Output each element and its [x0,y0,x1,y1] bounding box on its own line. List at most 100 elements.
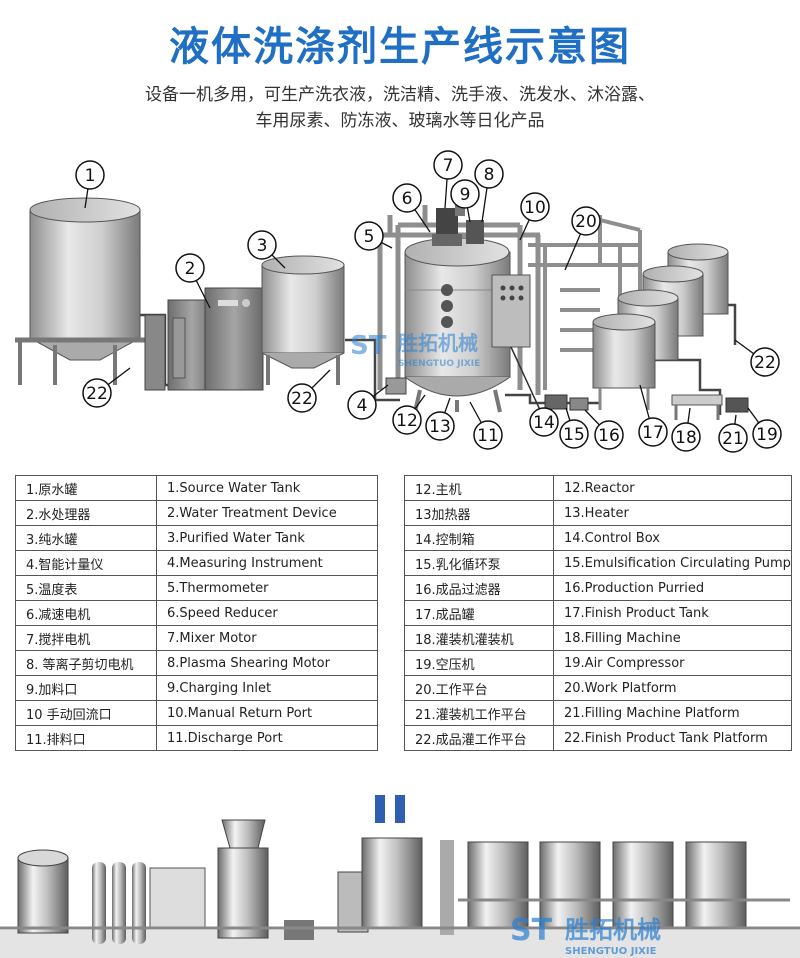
legend-en-label: 17.Finish Product Tank [553,600,792,626]
callout-22: 22 [287,369,331,413]
callout-22: 22 [82,367,131,408]
legend-cn-label: 12.主机 [404,475,554,501]
reactor-frame [377,205,541,395]
legend-cn-label: 8. 等离子剪切电机 [15,650,157,676]
filling-machine [671,394,723,420]
callout-12: 12 [392,394,426,435]
watermark: ST 胜拓机械 SHENGTUO JIXIE [350,331,480,369]
legend-cn-label: 22.成品灌工作平台 [404,725,554,751]
callout-11: 11 [469,401,503,450]
callout-circle [347,390,377,420]
callout-circle [82,378,112,408]
legend-en-label: 16.Production Purried [553,575,792,601]
legend-en-label: 7.Mixer Motor [156,625,378,651]
legend-cn-label: 18.灌装机灌装机 [404,625,554,651]
callout-number: 22 [86,384,108,404]
legend-cn-label: 9.加料口 [15,675,157,701]
callout-20: 20 [564,206,601,271]
callout-13: 13 [425,397,455,441]
callout-circle [474,159,504,189]
callout-circle [520,192,550,222]
callout-number: 22 [291,389,313,409]
watermark-logo: ST [350,331,387,361]
pumps [385,377,749,413]
callout-circle [354,221,384,251]
legend-en-label: 20.Work Platform [553,675,792,701]
callout-circle [559,419,589,449]
callout-10: 10 [519,192,550,241]
legend-en-label: 5.Thermometer [156,575,378,601]
callout-21: 21 [718,414,748,453]
callout-circle [594,420,624,450]
legend-cn-label: 14.控制箱 [404,525,554,551]
callout-number: 20 [575,212,597,232]
legend-cn-label: 6.减速电机 [15,600,157,626]
legend-cn-label: 13加热器 [404,500,554,526]
photo-watermark: ST 胜拓机械 SHENGTUO JIXIE [510,913,661,957]
legend-cn-label: 10 手动回流口 [15,700,157,726]
water-treatment-device [144,287,264,391]
callout-number: 5 [364,227,375,247]
legend-cn-label: 21.灌装机工作平台 [404,700,554,726]
legend-cn-label: 20.工作平台 [404,675,554,701]
legend-en-label: 9.Charging Inlet [156,675,378,701]
legend-en-label: 1.Source Water Tank [156,475,378,501]
legend-en-label: 4.Measuring Instrument [156,550,378,576]
callout-number: 4 [357,396,368,416]
callout-17: 17 [638,384,668,447]
legend-cn-label: 5.温度表 [15,575,157,601]
callout-14: 14 [529,407,559,437]
production-line-schematic: ST 胜拓机械 SHENGTUO JIXIE 12345678910111213… [15,150,782,453]
callout-number: 6 [402,189,413,209]
photo-watermark-brand: 胜拓机械 [565,916,661,944]
callout-22: 22 [734,339,780,377]
legend-en-label: 6.Speed Reducer [156,600,378,626]
callout-number: 16 [598,426,620,446]
callout-number: 14 [533,413,555,433]
legend-en-label: 2.Water Treatment Device [156,500,378,526]
callout-circle [529,407,559,437]
legend-en-label: 22.Finish Product Tank Platform [553,725,792,751]
callout-circle [75,160,105,190]
callout-circle [752,419,782,449]
callout-circle [247,230,277,260]
callout-circle [671,422,701,452]
callout-4: 4 [347,384,389,420]
callout-1: 1 [75,160,105,209]
photo-watermark-logo: ST [510,913,553,948]
callout-number: 1 [85,166,96,186]
callout-number: 10 [524,198,546,218]
source-water-tank [15,197,152,385]
callout-16: 16 [584,409,624,450]
callout-number: 3 [257,236,268,256]
callout-circle [718,423,748,453]
callout-circle [392,405,422,435]
callout-number: 12 [396,411,418,431]
control-box [491,274,541,411]
callout-circle [571,206,601,236]
callout-number: 18 [675,428,697,448]
legend-cn-label: 3.纯水罐 [15,525,157,551]
callout-7: 7 [433,150,463,209]
callout-number: 7 [443,156,454,176]
photo-watermark-pinyin: SHENGTUO JIXIE [565,946,657,957]
callout-19: 19 [747,407,782,449]
callout-circle [392,183,422,213]
callout-circle [287,383,317,413]
